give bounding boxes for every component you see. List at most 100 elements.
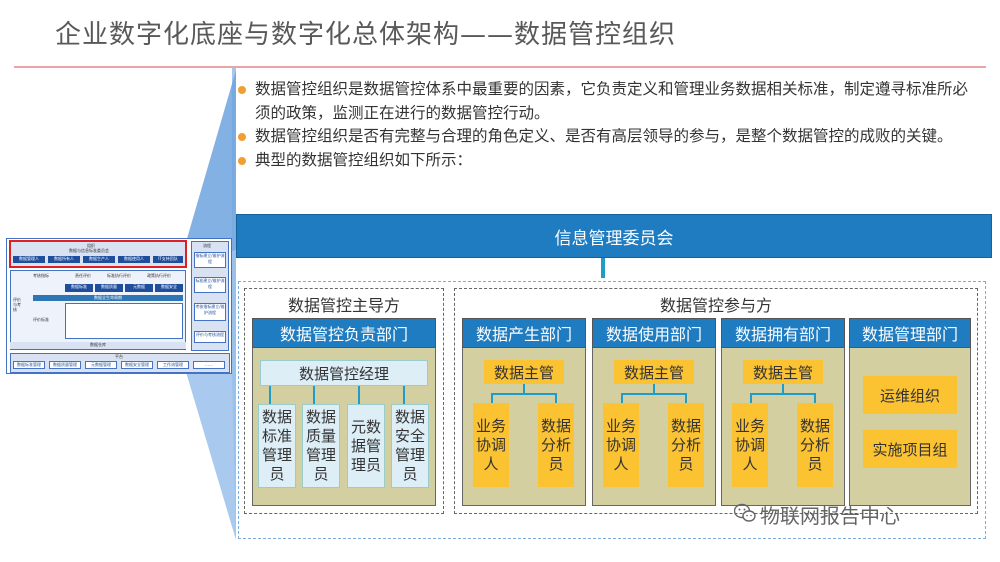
data-head-box: 数据主管 (484, 360, 564, 384)
thumb-process-title: 流程 (203, 243, 211, 248)
bullet-item: 数据管控组织是否有完整与合理的角色定义、是否有高层领导的参与，是整个数据管控的成… (238, 125, 978, 149)
thumb-role: IT支持团队 (153, 256, 183, 263)
mgmt-unit-box: 实施项目组 (863, 430, 957, 468)
role-label: 数据标准管理员 (261, 408, 292, 483)
thumb-role: 数据生产人 (83, 256, 115, 263)
data-head-box: 数据主管 (743, 360, 823, 384)
participant-dept-header: 数据使用部门 (592, 318, 716, 348)
role-box: 数据标准管理员 (258, 404, 296, 488)
role-box: 数据质量管理员 (302, 404, 340, 488)
thumb-role: 数据管理人 (13, 256, 45, 263)
thumb-platform-title: 平台 (115, 354, 123, 359)
committee-connector (601, 258, 605, 278)
bullet-item: 数据管控组织是数据管控体系中最重要的因素，它负责定义和管理业务数据相关标准，制定… (238, 78, 978, 125)
thumb-row-label: 责任评价 (75, 273, 91, 278)
bullet-list: 数据管控组织是数据管控体系中最重要的因素，它负责定义和管理业务数据相关标准，制定… (238, 78, 978, 172)
role-label: 业务协调人 (475, 416, 506, 473)
connector-line (782, 384, 784, 394)
role-box: 元数据管理员 (347, 404, 385, 488)
thumb-row-label: 政策执行评价 (147, 273, 171, 278)
participant-group-title: 数据管控参与方 (659, 296, 772, 315)
bullet-text: 典型的数据管控组织如下所示： (255, 150, 473, 169)
bullet-dot-icon (238, 133, 246, 141)
role-box: 数据分析员 (668, 403, 704, 487)
role-label: 业务协调人 (734, 416, 765, 473)
participant-group-frame (454, 288, 978, 514)
lead-group-frame (244, 288, 444, 514)
thumb-col-head: 元数据 (125, 284, 153, 292)
role-label: 数据分析员 (670, 416, 701, 473)
manager-box: 数据管控经理 (260, 360, 428, 386)
thumb-data-band: 数据仓库 (10, 342, 186, 349)
thumb-col-head: 数据标准 (65, 284, 93, 292)
connector-line (750, 393, 816, 395)
thumb-highlight-frame (9, 240, 187, 268)
role-label: 数据安全管理员 (394, 408, 425, 483)
role-label: 数据分析员 (799, 416, 830, 473)
role-box: 业务协调人 (732, 403, 768, 487)
mgmt-dept-header: 数据管理部门 (849, 318, 971, 348)
bullet-text: 数据管控组织是否有完整与合理的角色定义、是否有高层领导的参与，是整个数据管控的成… (255, 127, 953, 145)
connector-line (621, 393, 687, 395)
title-divider (14, 66, 986, 68)
connector-line (814, 393, 816, 403)
thumb-org-title: 组织 (87, 243, 95, 248)
thumb-platform-item: 数据标准管理 (13, 361, 45, 369)
mgmt-unit-box: 运维组织 (863, 376, 957, 414)
bullet-text: 数据管控组织是数据管控体系中最重要的因素，它负责定义和管理业务数据相关标准，制定… (255, 80, 969, 122)
thumb-row-label: 标准执行评价 (107, 273, 131, 278)
architecture-thumbnail: 组织 数据与信息标准委员会 数据管理人 数据所有人 数据生产人 数据使用人 IT… (6, 238, 232, 374)
connector-line (523, 384, 525, 394)
page-title: 企业数字化底座与数字化总体架构——数据管控组织 (55, 20, 677, 50)
committee-box: 信息管理委员会 (236, 214, 992, 258)
thumb-eval-standard: 评价标准 (33, 317, 49, 322)
thumb-platform-item: 工作流管理 (157, 361, 189, 369)
role-label: 数据分析员 (540, 416, 571, 473)
role-label: 数据质量管理员 (305, 408, 336, 483)
thumb-org-sub: 数据与信息标准委员会 (69, 248, 109, 253)
thumb-lifecycle-band: 数据全生命周期 (33, 295, 183, 301)
lead-group-title: 数据管控主导方 (287, 296, 400, 315)
role-box: 数据安全管理员 (391, 404, 429, 488)
thumb-col-head: 数据质量 (95, 284, 123, 292)
role-box: 数据分析员 (538, 403, 574, 487)
connector-line (685, 393, 687, 403)
data-head-box: 数据主管 (614, 360, 694, 384)
role-label: 元数据管理员 (350, 417, 381, 474)
role-box: 业务协调人 (603, 403, 639, 487)
bullet-dot-icon (238, 156, 246, 165)
thumb-process-item: 标准建立/维护流程 (194, 277, 226, 293)
wechat-logo-icon (734, 503, 756, 522)
connector-line (750, 393, 752, 403)
thumb-platform-item: …… (193, 361, 225, 369)
connector-line (313, 386, 315, 404)
thumb-role: 数据使用人 (118, 256, 150, 263)
thumb-platform-item: 数据安全管理 (121, 361, 153, 369)
bullet-item: 典型的数据管控组织如下所示： (238, 149, 978, 173)
thumb-col-head: 数据安全 (155, 284, 183, 292)
connector-line (555, 393, 557, 403)
role-box: 业务协调人 (473, 403, 509, 487)
connector-line (491, 393, 557, 395)
lead-dept-header: 数据管控负责部门 (252, 318, 436, 348)
connector-line (621, 393, 623, 403)
thumb-eval-label: 评价与考核 (13, 297, 21, 312)
connector-line (403, 386, 405, 404)
thumb-process-item: 指标建立/维护流程 (194, 252, 226, 268)
thumb-role: 数据所有人 (48, 256, 80, 263)
connector-line (491, 393, 493, 403)
connector-line (269, 386, 271, 404)
thumb-grid (65, 303, 183, 339)
watermark-text: 物联网报告中心 (760, 504, 900, 528)
role-box: 数据分析员 (797, 403, 833, 487)
thumb-metric-label: 考核指标 (33, 273, 49, 278)
connector-line (358, 386, 360, 404)
thumb-process-item: 考核指标建立/维护流程 (194, 303, 226, 321)
thumb-platform-item: 数据质量管理 (49, 361, 81, 369)
connector-line (653, 384, 655, 394)
participant-dept-header: 数据产生部门 (462, 318, 586, 348)
participant-dept-header: 数据拥有部门 (721, 318, 845, 348)
thumb-platform-item: 元数据管理 (85, 361, 117, 369)
thumb-process-item: 评价与考核流程 (194, 331, 226, 343)
bullet-dot-icon (238, 86, 246, 94)
